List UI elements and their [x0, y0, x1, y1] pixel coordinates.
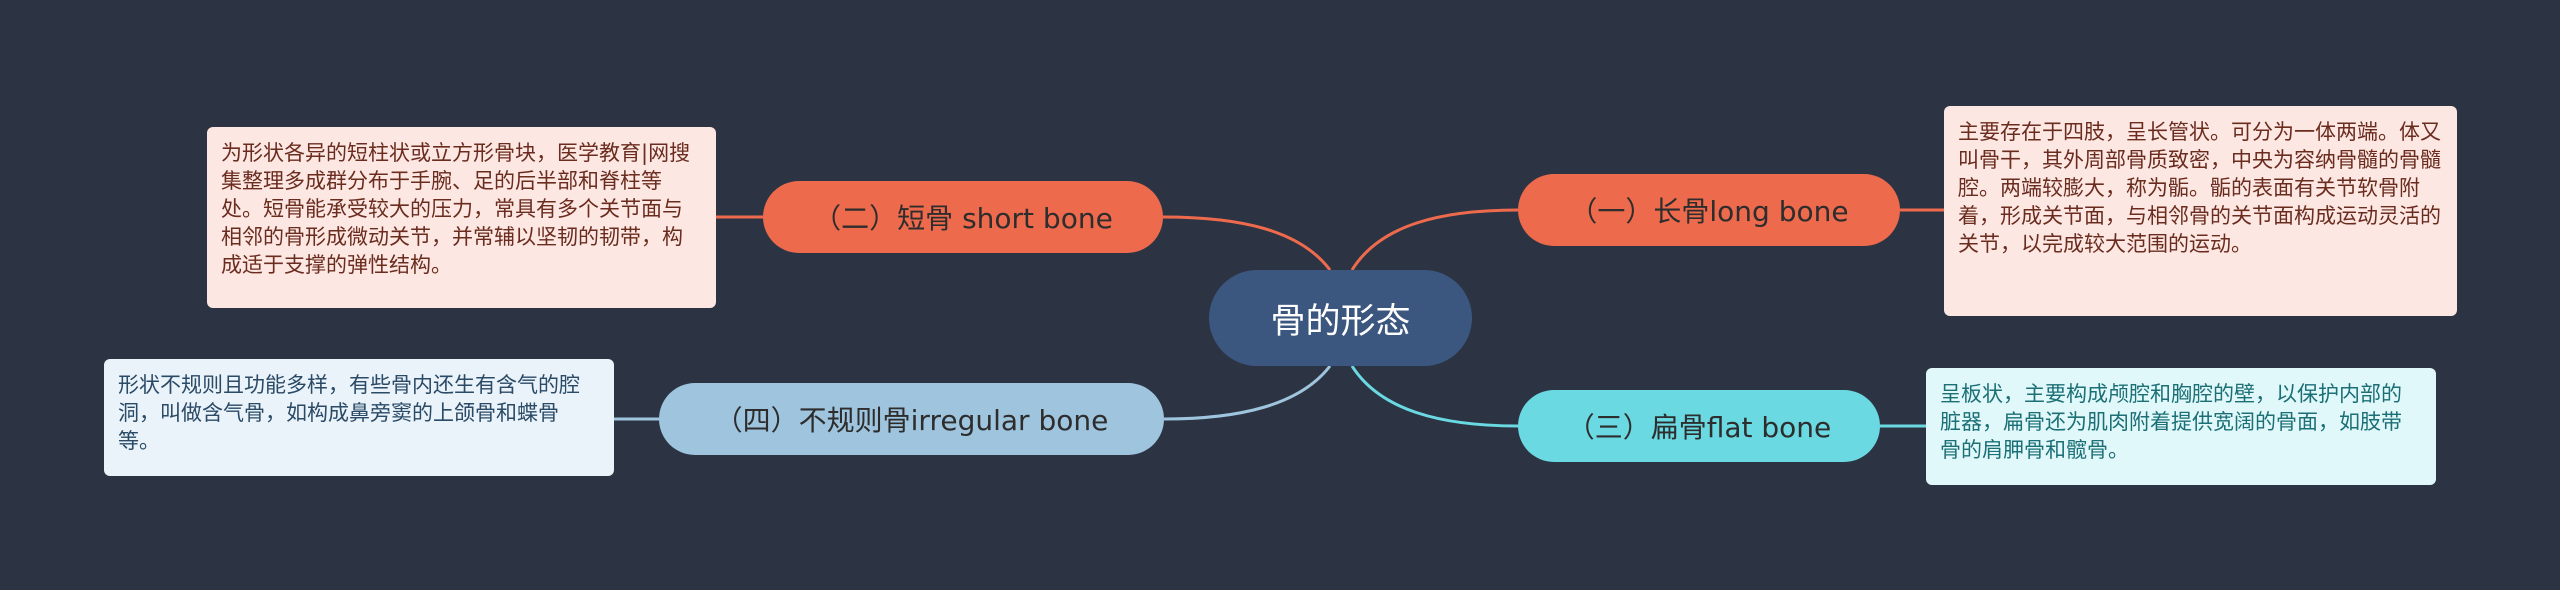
connector-root-flat [1350, 365, 1519, 428]
branch-short-bone[interactable]: （二）短骨 short bone [763, 181, 1163, 253]
note-irregular-bone[interactable]: 形状不规则且功能多样，有些骨内还生有含气的腔洞，叫做含气骨，如构成鼻旁窦的上颌骨… [104, 359, 614, 476]
branch-short-bone-label: （二）短骨 short bone [813, 202, 1113, 235]
branch-irregular-bone[interactable]: （四）不规则骨irregular bone [659, 383, 1164, 455]
note-irregular-bone-text: 形状不规则且功能多样，有些骨内还生有含气的腔洞，叫做含气骨，如构成鼻旁窦的上颌骨… [118, 373, 580, 453]
root-node[interactable]: 骨的形态 [1209, 270, 1472, 366]
branch-irregular-bone-label: （四）不规则骨irregular bone [714, 404, 1109, 437]
branch-long-bone[interactable]: （一）长骨long bone [1518, 174, 1900, 246]
note-long-bone[interactable]: 主要存在于四肢，呈长管状。可分为一体两端。体又叫骨干，其外周部骨质致密，中央为容… [1944, 106, 2457, 316]
connector-root-short [1162, 215, 1332, 271]
connector-root-long [1350, 208, 1519, 271]
note-flat-bone[interactable]: 呈板状，主要构成颅腔和胸腔的壁，以保护内部的脏器，扁骨还为肌肉附着提供宽阔的骨面… [1926, 368, 2436, 485]
note-short-bone-text: 为形状各异的短柱状或立方形骨块，医学教育|网搜集整理多成群分布于手腕、足的后半部… [221, 141, 691, 277]
branch-flat-bone-label: （三）扁骨flat bone [1566, 411, 1832, 444]
note-long-bone-text: 主要存在于四肢，呈长管状。可分为一体两端。体又叫骨干，其外周部骨质致密，中央为容… [1958, 120, 2441, 256]
branch-flat-bone[interactable]: （三）扁骨flat bone [1518, 390, 1880, 462]
note-flat-bone-text: 呈板状，主要构成颅腔和胸腔的壁，以保护内部的脏器，扁骨还为肌肉附着提供宽阔的骨面… [1940, 382, 2402, 462]
connector-root-irregular [1163, 365, 1332, 421]
note-short-bone[interactable]: 为形状各异的短柱状或立方形骨块，医学教育|网搜集整理多成群分布于手腕、足的后半部… [207, 127, 716, 308]
root-label: 骨的形态 [1270, 301, 1411, 342]
branch-long-bone-label: （一）长骨long bone [1569, 195, 1849, 228]
